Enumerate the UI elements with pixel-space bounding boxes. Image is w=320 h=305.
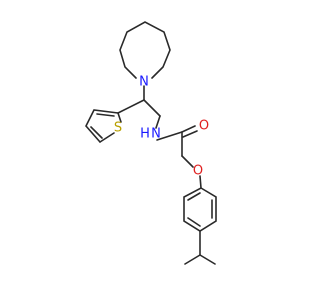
thiophene-s-label: S (114, 121, 122, 136)
benzene-double-1 (187, 192, 201, 201)
benzene-double-3 (187, 217, 201, 227)
atom-labels: N S H N O O (114, 75, 209, 179)
ether-o-label: O (193, 164, 203, 179)
thiophene-s-c5 (99, 132, 115, 143)
bond-nh-carbonyl (156, 131, 183, 141)
azepane-ring (119, 21, 171, 79)
bond-ch-thiophene (117, 99, 145, 114)
bond-ch2-nh (155, 115, 161, 129)
bond-ch-ch2 (143, 99, 161, 117)
thiophene-double-1 (96, 113, 115, 117)
thiophene-ring (85, 109, 119, 143)
bond-carbonyl-1 (181, 125, 196, 133)
structure-diagram: N S H N O O (85, 21, 217, 265)
carbonyl-o-label: O (199, 119, 209, 134)
amide-h-label: H (140, 127, 150, 142)
bond-carbonyl-2 (182, 130, 198, 138)
amide-n-label: N (151, 127, 161, 142)
bond-ch-me2 (199, 254, 216, 265)
thiophene-double-2 (90, 126, 103, 139)
bond-lines (85, 21, 217, 265)
thiophene-c2-s (117, 112, 122, 123)
bond-ch-me1 (184, 254, 201, 265)
bond-ch2-ether (181, 155, 194, 168)
azepane-n-label: N (139, 75, 149, 90)
molecule-svg: N S H N O O (85, 21, 217, 265)
bond-ether-aryl (199, 175, 202, 189)
